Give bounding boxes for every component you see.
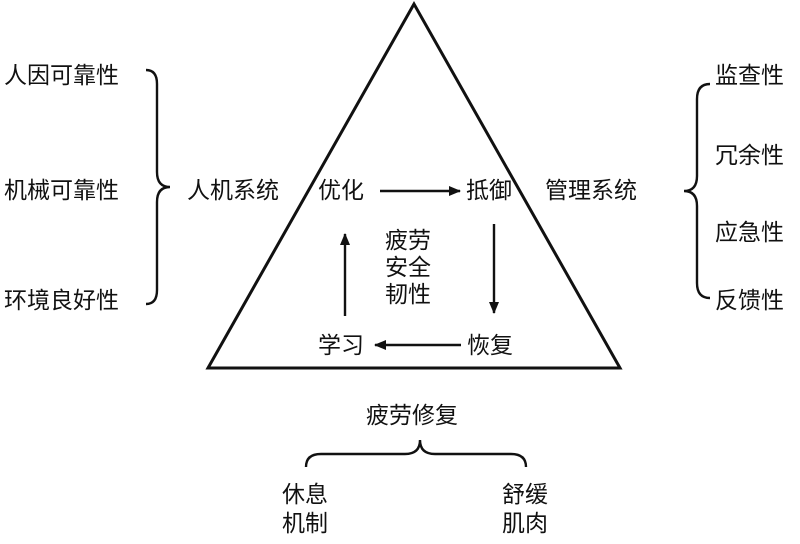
triangle-frame xyxy=(205,0,623,370)
left-group-label: 人机系统 xyxy=(187,178,279,204)
center-line-2: 安全 xyxy=(385,255,431,281)
right-brace xyxy=(683,82,711,300)
bottom-right-line-2: 肌肉 xyxy=(502,511,548,537)
left-item-machine-reliability: 机械可靠性 xyxy=(4,178,119,204)
left-item-human-reliability: 人因可靠性 xyxy=(4,63,119,89)
cycle-resist: 抵御 xyxy=(466,178,512,204)
right-item-feedback: 反馈性 xyxy=(715,288,784,314)
center-line-3: 韧性 xyxy=(385,282,431,308)
bottom-brace xyxy=(304,439,528,468)
cycle-recover: 恢复 xyxy=(467,333,513,359)
cycle-optimize: 优化 xyxy=(318,178,364,204)
bottom-right-line-1: 舒缓 xyxy=(502,482,548,508)
left-brace xyxy=(145,68,171,306)
bottom-left-line-2: 机制 xyxy=(282,511,328,537)
left-item-environment: 环境良好性 xyxy=(4,288,119,314)
bottom-title: 疲劳修复 xyxy=(366,403,458,429)
right-item-redundancy: 冗余性 xyxy=(715,143,784,169)
cycle-learn: 学习 xyxy=(318,333,364,359)
bottom-left-line-1: 休息 xyxy=(282,482,328,508)
right-item-emergency: 应急性 xyxy=(715,220,784,246)
right-group-label: 管理系统 xyxy=(545,178,637,204)
center-line-1: 疲劳 xyxy=(385,228,431,254)
right-item-monitoring: 监查性 xyxy=(715,63,784,89)
